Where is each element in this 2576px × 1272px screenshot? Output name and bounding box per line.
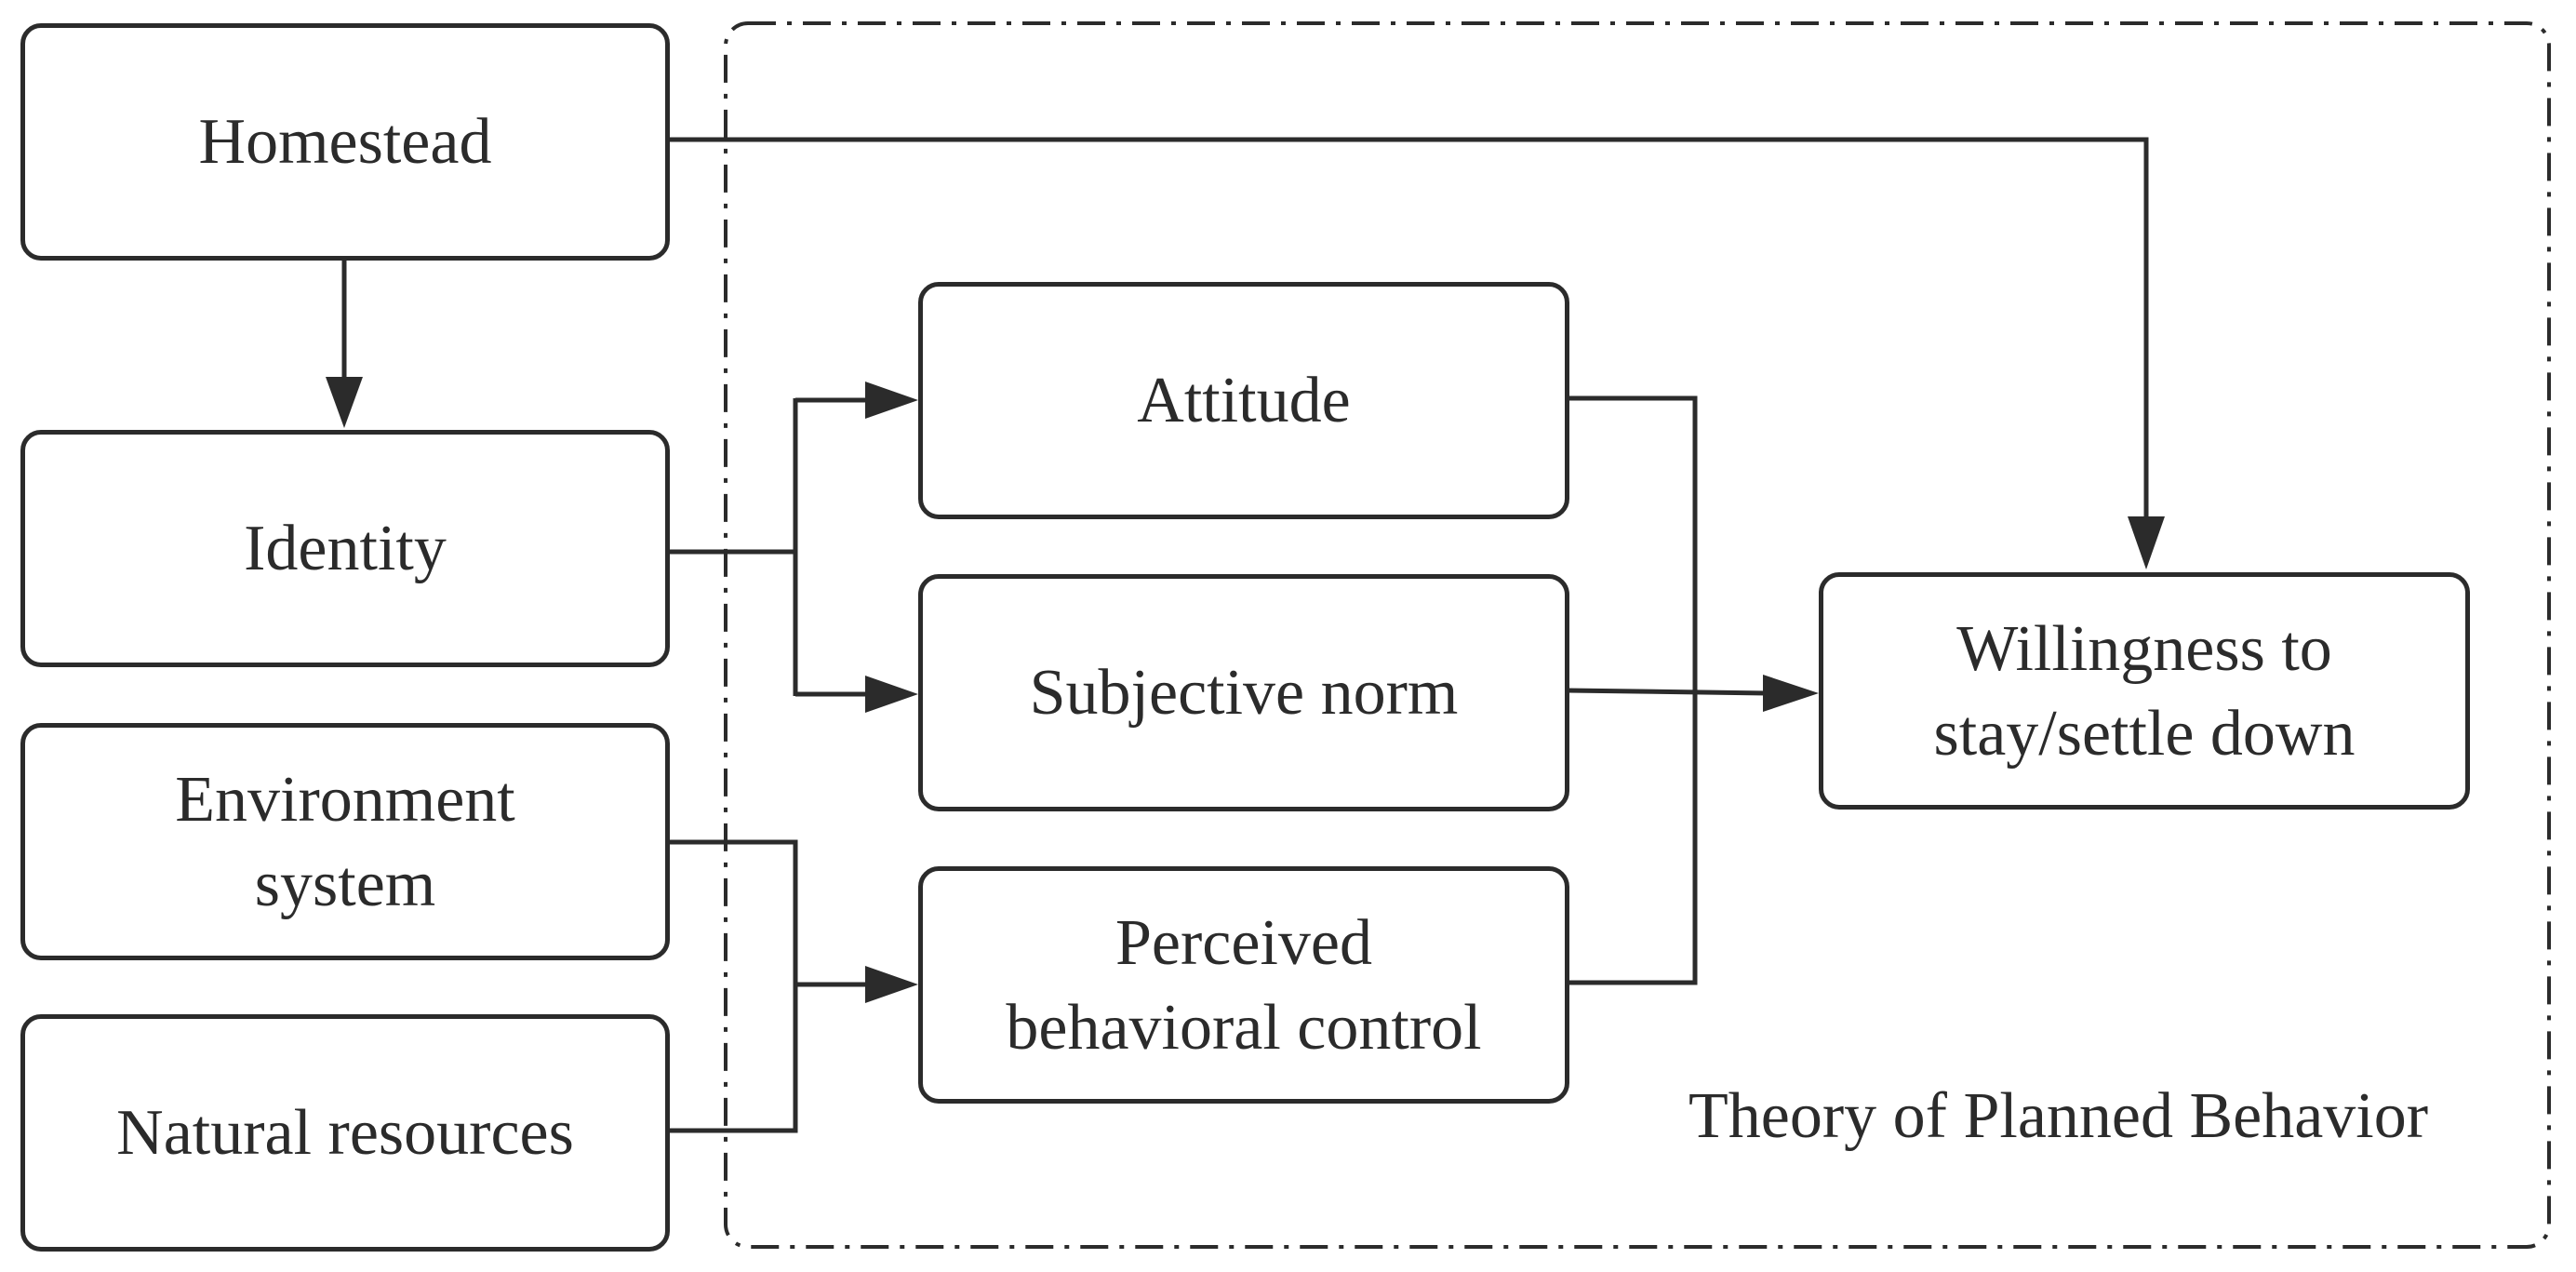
node-identity: Identity [20,430,670,667]
tpb-group-frame [724,21,2551,1249]
arrowhead-pbc [865,966,918,1003]
node-willingness: Willingness to stay/settle down [1819,572,2470,810]
node-attitude: Attitude [918,282,1569,519]
arrowhead-identity [326,377,363,428]
arrowhead-subjective-norm [865,676,918,713]
node-homestead-label: Homestead [198,106,492,178]
edge-homestead-willingness [668,137,2149,521]
node-perceived-behavioral-control: Perceived behavioral control [918,866,1569,1104]
node-environment-system: Environment system [20,723,670,960]
arrowhead-willingness-left [1763,675,1819,712]
node-natural-resources-label: Natural resources [116,1097,574,1169]
node-environment-system-label: Environment system [175,763,515,920]
arrowhead-attitude [865,382,918,419]
edge-environment-pbc [668,839,798,984]
tpb-group-label: Theory of Planned Behavior [1688,1080,2429,1152]
node-natural-resources: Natural resources [20,1014,670,1252]
node-homestead: Homestead [20,23,670,261]
node-attitude-label: Attitude [1137,365,1351,436]
node-subjective-norm: Subjective norm [918,574,1569,811]
node-subjective-norm-label: Subjective norm [1029,657,1459,729]
node-willingness-label: Willingness to stay/settle down [1933,612,2356,770]
edge-subjective-norm-willingness [1567,688,1768,696]
node-identity-label: Identity [244,513,447,584]
arrowhead-willingness-top [2128,516,2165,569]
node-perceived-behavioral-control-label: Perceived behavioral control [1006,906,1482,1064]
edge-natural-pbc [668,984,798,1133]
